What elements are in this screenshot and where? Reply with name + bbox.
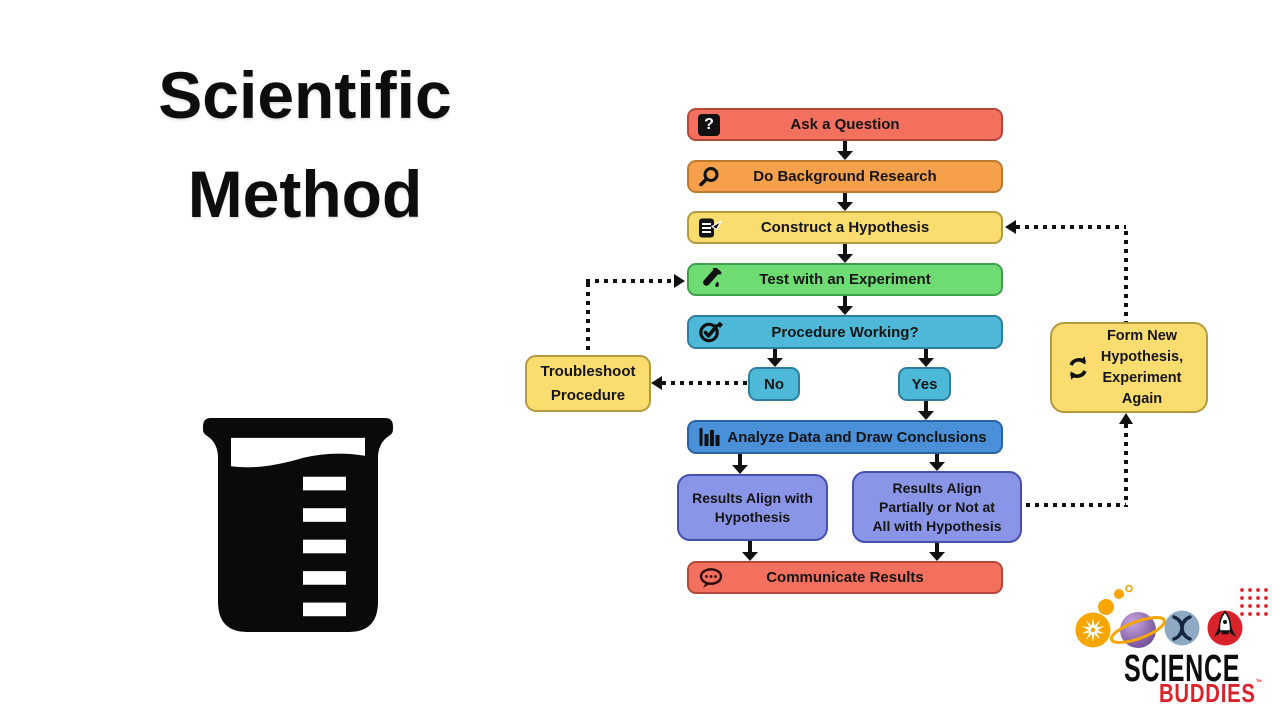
rocket-icon [1207,610,1243,646]
node-label: Test with an Experiment [759,271,931,288]
flow-node-results-align-partially: Results Align Partially or Not at All wi… [852,471,1022,543]
dotted-arrowhead [1005,220,1016,234]
logo-wordmark-science: SCIENCE [1124,648,1241,690]
node-label: Procedure Working? [771,323,919,341]
flow-arrow [837,296,853,315]
flow-node-results-align: Results Align with Hypothesis [677,474,828,541]
dotted-connector-formnew-to-construct [1016,225,1126,229]
title-line-2: Method [187,157,423,231]
test-tube-icon [698,266,722,292]
dot-grid [1240,588,1268,616]
flow-node-construct-a-hypothesis: Construct a Hypothesis [687,211,1003,244]
bar-chart-icon [698,426,722,448]
logo-wordmark-buddies: BUDDIES™ [1159,678,1263,708]
title-line-1: Scientific [158,58,452,132]
dotted-arrowhead [651,376,662,390]
check-circle-icon [698,320,723,344]
dotted-connector-troubleshoot-up [586,283,590,355]
node-label: Results Align with Hypothesis [692,489,813,525]
flow-node-yes: Yes [898,367,951,401]
flow-arrow [837,193,853,211]
flow-node-communicate-results: Communicate Results [687,561,1003,594]
flow-arrow [732,454,748,474]
dotted-connector-partial-up [1124,424,1128,507]
question-icon: ? [698,113,720,136]
node-label: Results Align Partially or Not at All wi… [872,479,1002,534]
flow-arrow [837,141,853,160]
dna-icon [1164,610,1200,646]
dotted-arrowhead [1119,413,1133,424]
dotted-connector-no-to-troubleshoot [662,381,748,385]
node-label: Construct a Hypothesis [760,219,930,236]
flow-node-test-with-an-experiment: Test with an Experiment [687,263,1003,296]
flow-arrow [837,244,853,263]
flow-arrow [918,349,934,367]
dotted-connector-formnew-up [1124,231,1128,322]
cycle-icon [1064,354,1092,382]
flow-arrow [742,541,758,561]
flow-node-troubleshoot-procedure: Troubleshoot Procedure [525,355,651,412]
trademark-symbol: ™ [1255,678,1263,687]
bubbles-icon [1098,584,1133,615]
flow-node-analyze-data: Analyze Data and Draw Conclusions [687,420,1003,454]
flow-arrow [929,543,945,561]
node-label: Analyze Data and Draw Conclusions [727,428,987,446]
magnifier-icon [698,166,720,188]
node-label: Troubleshoot Procedure [540,362,636,404]
flow-node-no: No [748,367,800,401]
sunburst-icon [1075,612,1111,648]
logo-graphics [1075,584,1268,648]
dotted-connector-troubleshoot-to-test [586,279,674,283]
node-label: Communicate Results [766,569,924,586]
flow-node-do-background-research: Do Background Research [687,160,1003,193]
page-title: Scientific Method [100,46,510,244]
flow-arrow [918,401,934,420]
beaker-icon [203,418,393,632]
node-label: No [764,375,784,393]
flow-node-ask-a-question: ? Ask a Question [687,108,1003,141]
flow-node-procedure-working: Procedure Working? [687,315,1003,349]
dotted-arrowhead [674,274,685,288]
node-label: Do Background Research [753,168,937,185]
notepad-pencil-icon [698,217,723,239]
node-label: Yes [911,375,938,393]
node-label: Ask a Question [790,116,900,133]
speech-bubble-icon [698,567,724,589]
dotted-connector-partial-right [1026,503,1126,507]
science-buddies-logo: SCIENCE BUDDIES™ [1066,584,1276,716]
flow-arrow [767,349,783,367]
node-label: Form New Hypothesis, Experiment Again [1100,327,1184,407]
flow-arrow [929,454,945,471]
planet-icon [1110,612,1166,648]
flow-node-form-new-hypothesis: Form New Hypothesis, Experiment Again [1050,322,1208,413]
